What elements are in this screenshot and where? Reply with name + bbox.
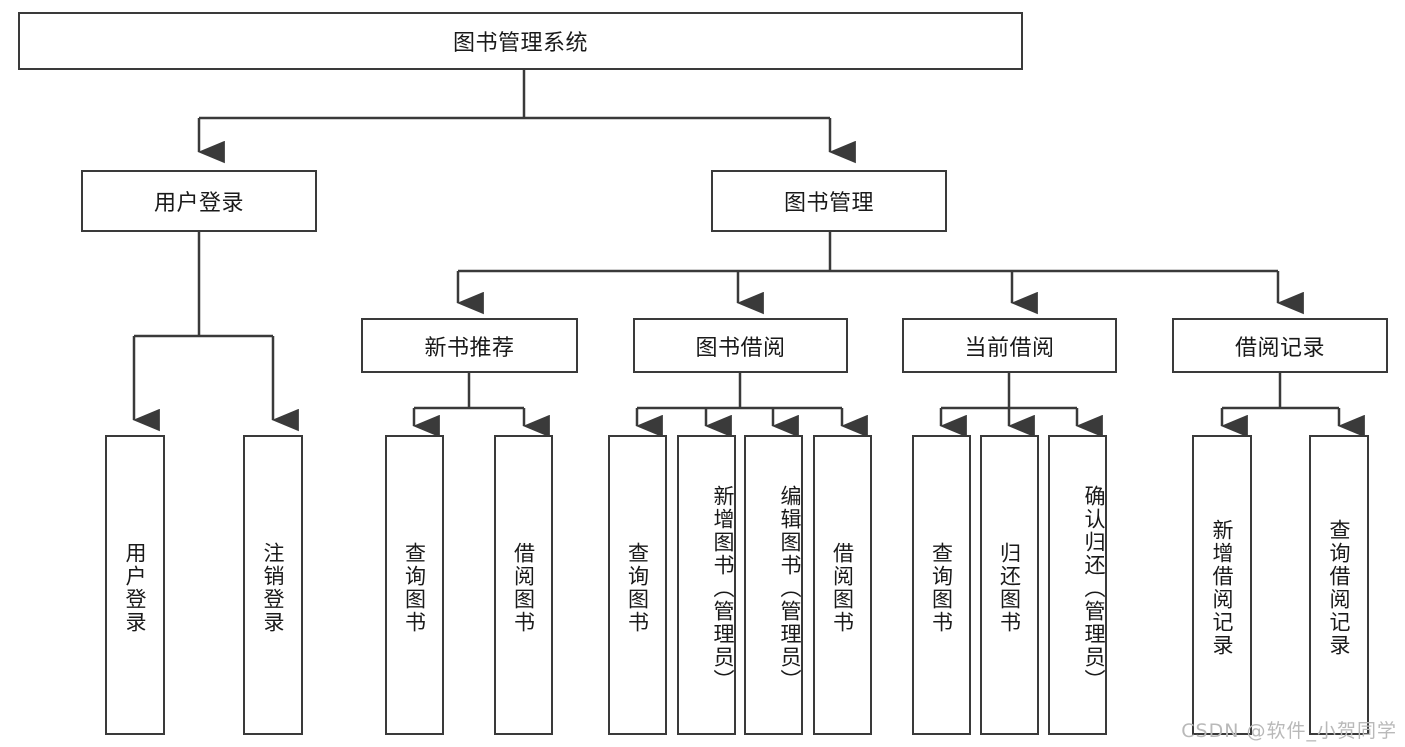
node-leaf-borrow-book-1[interactable]: 借阅图书: [494, 435, 553, 735]
node-leaf-add-book-label: 新增图书（管理员）: [711, 484, 735, 692]
node-leaf-borrow-book-2[interactable]: 借阅图书: [813, 435, 872, 735]
node-leaf-edit-book[interactable]: 编辑图书（管理员）: [744, 435, 803, 735]
node-leaf-user-logout[interactable]: 注销登录: [243, 435, 303, 735]
node-leaf-query-book-1-label: 查询图书: [402, 542, 427, 634]
node-leaf-add-record-label: 新增借阅记录: [1210, 519, 1235, 657]
node-leaf-user-login[interactable]: 用户登录: [105, 435, 165, 735]
node-leaf-borrow-book-2-label: 借阅图书: [830, 542, 855, 634]
node-leaf-query-record[interactable]: 查询借阅记录: [1309, 435, 1369, 735]
node-book-borrow[interactable]: 图书借阅: [633, 318, 848, 373]
node-book-borrow-label: 图书借阅: [695, 335, 786, 361]
node-leaf-user-logout-label: 注销登录: [261, 542, 286, 634]
node-leaf-add-record[interactable]: 新增借阅记录: [1192, 435, 1252, 735]
node-borrow-record[interactable]: 借阅记录: [1172, 318, 1388, 373]
node-root-label: 图书管理系统: [452, 31, 588, 56]
node-new-book-recommend[interactable]: 新书推荐: [361, 318, 578, 373]
node-leaf-query-book-2[interactable]: 查询图书: [608, 435, 667, 735]
node-leaf-return-book[interactable]: 归还图书: [980, 435, 1039, 735]
node-new-book-recommend-label: 新书推荐: [424, 335, 515, 361]
node-leaf-return-book-label: 归还图书: [997, 542, 1022, 634]
node-leaf-query-record-label: 查询借阅记录: [1327, 519, 1352, 657]
node-leaf-query-book-1[interactable]: 查询图书: [385, 435, 444, 735]
node-leaf-edit-book-label: 编辑图书（管理员）: [778, 484, 802, 692]
node-leaf-add-book[interactable]: 新增图书（管理员）: [677, 435, 736, 735]
watermark: CSDN @软件_小贺同学: [1181, 720, 1397, 742]
node-leaf-query-book-3-label: 查询图书: [929, 542, 954, 634]
node-leaf-confirm-return-label: 确认归还（管理员）: [1082, 484, 1106, 692]
node-book-management-label: 图书管理: [783, 191, 874, 216]
node-leaf-borrow-book-1-label: 借阅图书: [511, 542, 536, 634]
node-user-login[interactable]: 用户登录: [81, 170, 317, 232]
node-leaf-user-login-label: 用户登录: [123, 542, 148, 634]
node-root[interactable]: 图书管理系统: [18, 12, 1023, 70]
node-book-management[interactable]: 图书管理: [711, 170, 947, 232]
node-borrow-record-label: 借阅记录: [1234, 335, 1325, 361]
node-leaf-query-book-3[interactable]: 查询图书: [912, 435, 971, 735]
node-user-login-label: 用户登录: [153, 191, 244, 216]
node-leaf-confirm-return[interactable]: 确认归还（管理员）: [1048, 435, 1107, 735]
node-current-borrow-label: 当前借阅: [964, 335, 1055, 361]
node-leaf-query-book-2-label: 查询图书: [625, 542, 650, 634]
node-current-borrow[interactable]: 当前借阅: [902, 318, 1117, 373]
